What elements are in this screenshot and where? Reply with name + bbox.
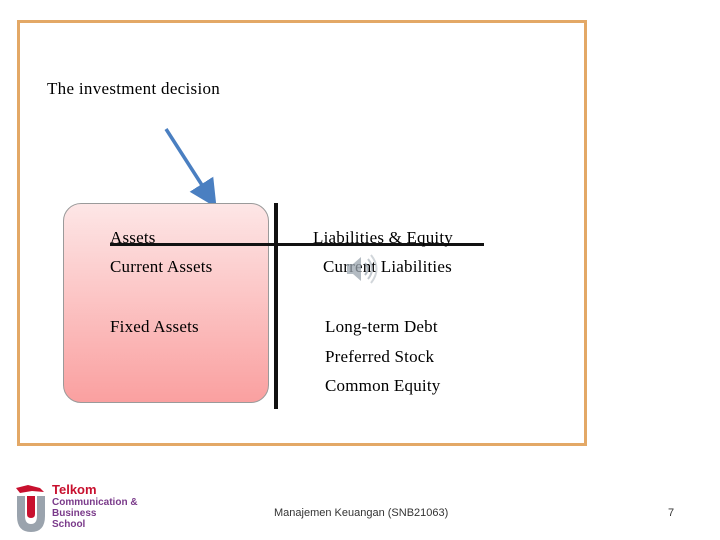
current-assets-label: Current Assets	[110, 257, 213, 276]
brand-line-school: School	[52, 519, 86, 530]
preferred-stock-label: Preferred Stock	[325, 347, 435, 366]
page-number: 7	[668, 507, 675, 519]
footer-course: Manajemen Keuangan (SNB21063)	[274, 507, 449, 519]
fixed-assets-label: Fixed Assets	[110, 317, 199, 336]
assets-box	[63, 203, 269, 403]
telkom-logo-icon	[16, 485, 45, 532]
school-wordmark: Telkom Communication & Business School	[52, 482, 138, 531]
common-equity-label: Common Equity	[325, 376, 441, 395]
t-account-vertical-line	[274, 203, 278, 409]
slide-title: The investment decision	[47, 79, 221, 98]
brand-line-communication: Communication &	[52, 497, 138, 508]
audio-speaker-icon[interactable]	[343, 250, 383, 290]
liabilities-equity-header: Liabilities & Equity	[313, 228, 453, 247]
brand-line-telkom: Telkom	[52, 482, 97, 497]
t-account-horizontal-line	[110, 243, 484, 246]
brand-line-business: Business	[52, 508, 97, 519]
assets-header: Assets	[110, 228, 156, 247]
long-term-debt-label: Long-term Debt	[325, 317, 438, 336]
